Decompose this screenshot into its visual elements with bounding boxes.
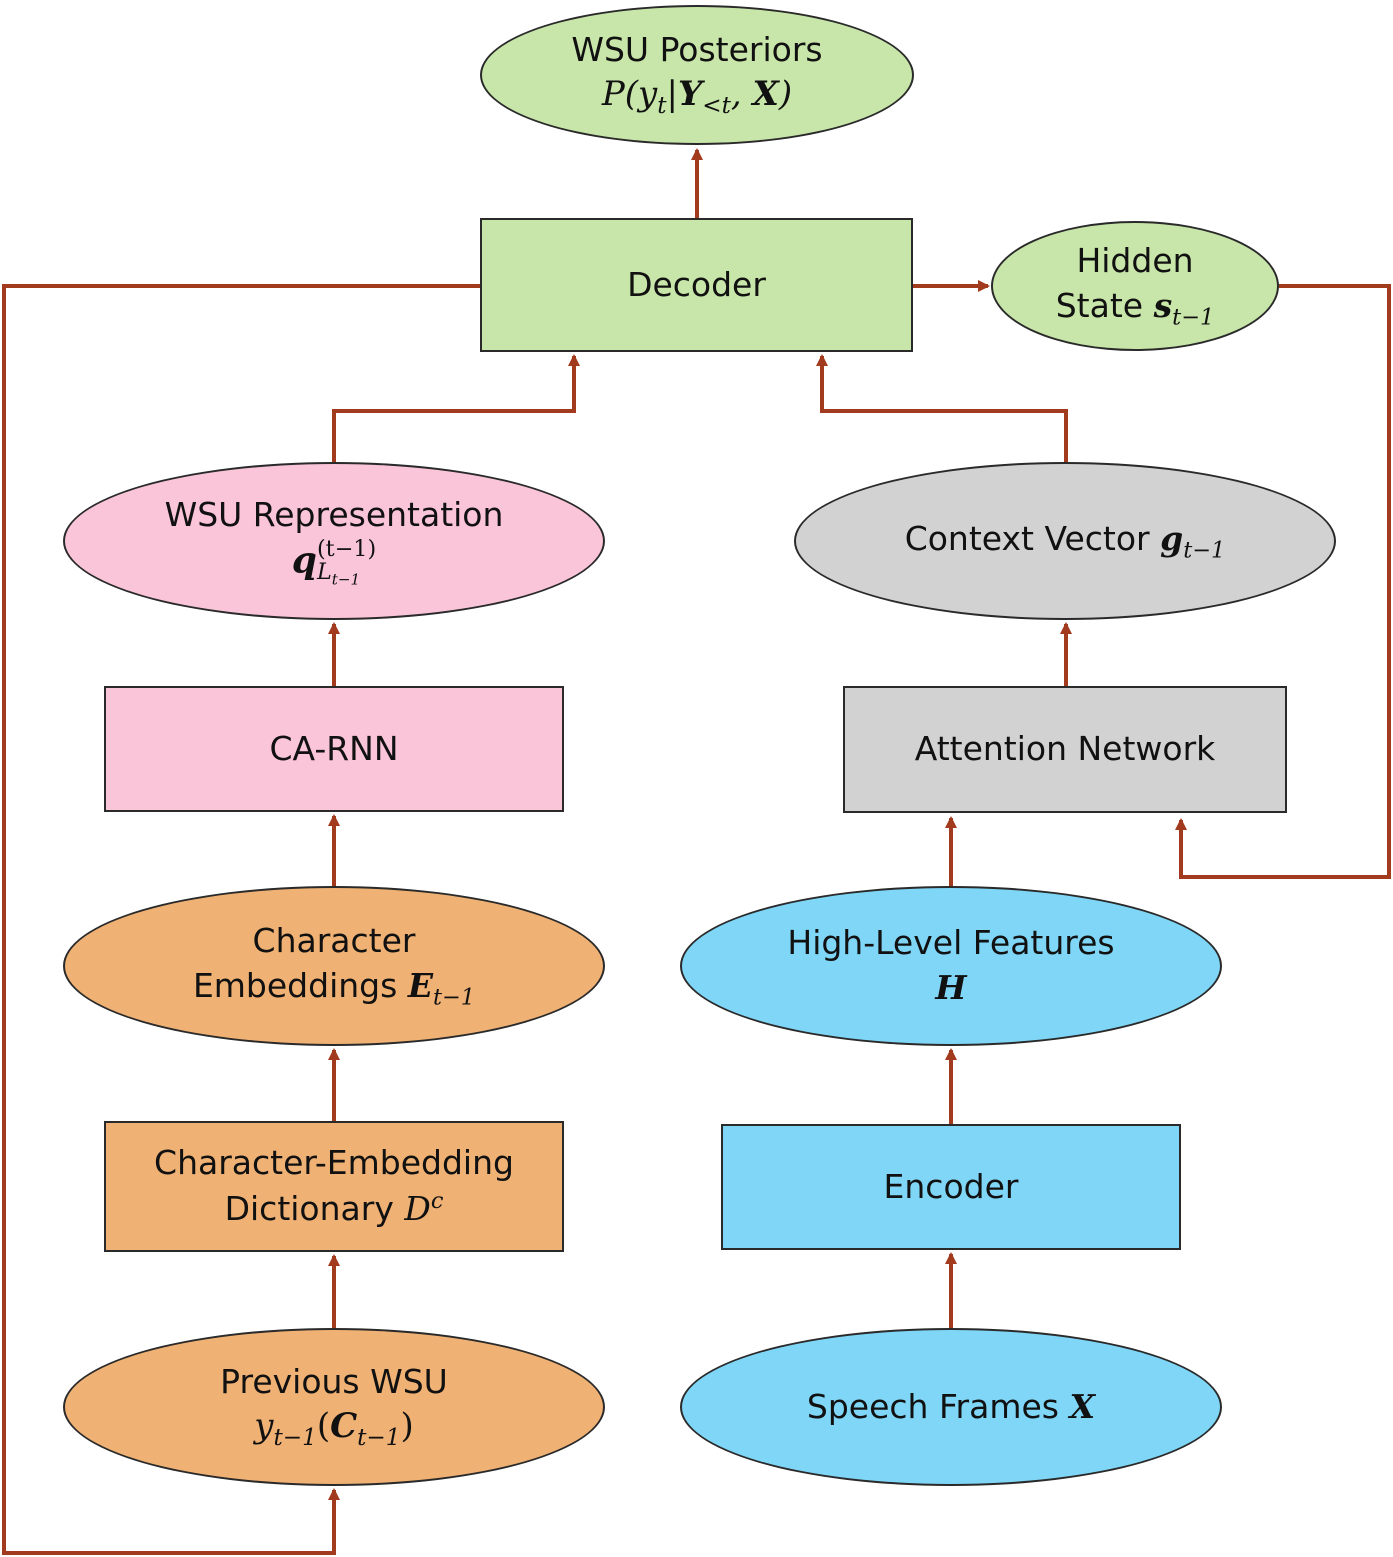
hidden-state-node: Hidden State st−1 <box>991 221 1279 351</box>
arrow-hidden-state-to-attention <box>1175 284 1391 879</box>
char-embedding-dictionary-line2: Dictionary Dc <box>225 1186 444 1232</box>
character-embeddings-node: Character Embeddings Et−1 <box>63 886 605 1046</box>
previous-wsu-subscript: t−1 <box>273 1425 317 1452</box>
character-embeddings-line1: Character <box>252 921 416 961</box>
character-embeddings-symbol-letter: E <box>407 965 433 1005</box>
high-level-features-title: High-Level Features <box>787 923 1115 963</box>
context-vector-node: Context Vector gt−1 <box>794 462 1336 620</box>
wsu-posteriors-title: WSU Posteriors <box>571 29 823 69</box>
ca-rnn-label: CA-RNN <box>269 728 399 768</box>
hidden-state-symbol-letter: s <box>1153 285 1173 325</box>
context-vector-symbol-letter: g <box>1160 518 1184 558</box>
wsu-representation-symbol: q(t−1)Lt−1 <box>291 535 377 589</box>
hidden-state-line2: State st−1 <box>1056 284 1215 333</box>
previous-wsu-symbol: y <box>254 1406 274 1447</box>
wsu-posteriors-node: WSU Posteriors P(yt|Y<t, X) <box>480 5 914 145</box>
speech-frames-node: Speech Frames X <box>680 1328 1222 1486</box>
speech-frames-line: Speech Frames X <box>807 1385 1095 1430</box>
previous-wsu-inner-symbol: C <box>330 1406 358 1447</box>
arrow-decoder-loop-to-previous-wsu <box>2 284 480 1555</box>
character-embeddings-subscript: t−1 <box>432 984 476 1011</box>
speech-frames-symbol: X <box>1069 1387 1095 1426</box>
speech-frames-symbol-letter: X <box>1069 1386 1096 1426</box>
high-level-features-symbol: H <box>935 966 966 1011</box>
wsu-representation-title: WSU Representation <box>164 495 504 535</box>
ca-rnn-node: CA-RNN <box>104 686 564 812</box>
attention-network-node: Attention Network <box>843 686 1287 813</box>
previous-wsu-formula: yt−1(Ct−1) <box>254 1406 414 1452</box>
speech-frames-label: Speech Frames <box>806 1386 1059 1426</box>
decoder-label: Decoder <box>627 264 766 304</box>
character-embeddings-word: Embeddings <box>192 965 398 1005</box>
context-vector-symbol: gt−1 <box>1160 518 1225 564</box>
arrow-wsu-representation-to-decoder <box>332 354 580 462</box>
hidden-state-subscript: t−1 <box>1172 304 1215 331</box>
wsu-representation-symbol-letter: q <box>291 539 317 582</box>
context-vector-label: Context Vector <box>904 518 1150 558</box>
encoder-node: Encoder <box>721 1124 1181 1250</box>
high-level-features-node: High-Level Features H <box>680 886 1222 1046</box>
char-embedding-dictionary-line1: Character-Embedding <box>154 1143 514 1183</box>
hidden-state-line1: Hidden <box>1076 241 1194 281</box>
wsu-posteriors-formula: P(yt|Y<t, X) <box>601 74 793 120</box>
arrow-context-vector-to-decoder <box>816 354 1068 462</box>
decoder-node: Decoder <box>480 218 913 352</box>
hidden-state-symbol: st−1 <box>1153 285 1215 331</box>
high-level-features-symbol-letter: H <box>935 968 967 1007</box>
wsu-representation-node: WSU Representation q(t−1)Lt−1 <box>63 462 605 620</box>
previous-wsu-inner-subscript: t−1 <box>357 1425 401 1452</box>
char-embedding-dictionary-symbol: Dc <box>404 1188 444 1228</box>
context-vector-line: Context Vector gt−1 <box>905 517 1226 566</box>
character-embeddings-line2: Embeddings Et−1 <box>193 964 475 1013</box>
char-embedding-dictionary-word: Dictionary <box>224 1189 394 1228</box>
char-embedding-dictionary-symbol-letter: D <box>404 1189 431 1228</box>
hidden-state-word: State <box>1055 285 1144 325</box>
attention-network-label: Attention Network <box>914 729 1216 769</box>
wsu-representation-subscript: L <box>316 559 332 586</box>
previous-wsu-title: Previous WSU <box>220 1361 448 1401</box>
wsu-representation-subsubscript: t−1 <box>331 570 361 589</box>
wsu-representation-superscript: (t−1) <box>316 535 377 562</box>
char-embedding-dictionary-node: Character-Embedding Dictionary Dc <box>104 1121 564 1252</box>
context-vector-subscript: t−1 <box>1183 537 1226 564</box>
char-embedding-dictionary-superscript: c <box>430 1188 444 1214</box>
previous-wsu-node: Previous WSU yt−1(Ct−1) <box>63 1328 605 1486</box>
character-embeddings-symbol: Et−1 <box>407 965 475 1011</box>
encoder-label: Encoder <box>883 1166 1019 1206</box>
